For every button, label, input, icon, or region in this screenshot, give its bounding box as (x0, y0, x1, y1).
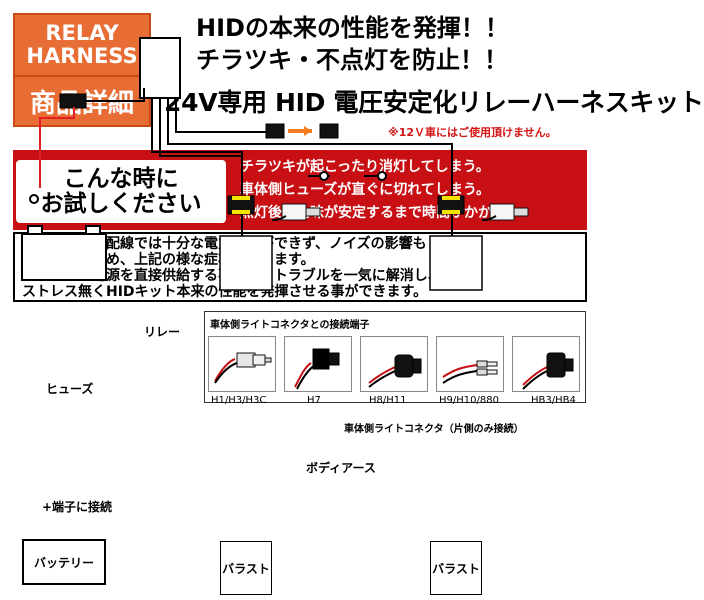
connector-h8-icon (368, 354, 422, 388)
ballast-left-label: バラスト (222, 561, 270, 576)
wiring-diagram-svg (21, 37, 529, 291)
bulb-left-yellow-bottom (232, 210, 250, 214)
kit-title: 24V専用 HID 電圧安定化リレーハーネスキット (164, 88, 704, 117)
ballast-to-bulb-right (481, 215, 497, 221)
badge-title: RELAY HARNESS (13, 13, 151, 77)
connector-h1-icon (214, 352, 272, 384)
try-this-line-1: こんな時に (63, 166, 179, 193)
body-connector-label: 車体側ライトコネクタ（片側のみ接続） (344, 424, 524, 435)
try-this-line-2: お試しください (40, 190, 202, 217)
ballast-left: バラスト (220, 541, 272, 595)
headline-line-1: HIDの本来の性能を発揮！！ (196, 14, 509, 42)
connector-label: H8/H11 (369, 395, 407, 406)
relay-label: リレー (144, 325, 181, 339)
fuse-label: ヒューズ (46, 382, 94, 396)
connector-h9-icon (442, 360, 498, 384)
description-line: ストレス無くHIDキット本来の性能を発揮させる事ができます。 (22, 283, 428, 300)
connector-thumb-h7 (284, 336, 352, 392)
connector-thumb-h8-h11 (360, 336, 428, 392)
ballast-left-box (219, 235, 273, 291)
connector-label: HB3/HB4 (531, 395, 576, 406)
bulb-right-yellow-bottom (442, 210, 460, 214)
connector-h7-icon (294, 348, 340, 390)
body-connector-left (265, 123, 285, 139)
wiring-diagram (0, 0, 600, 295)
symptom-item: 車体側ヒューズが直ぐに切れてしまう。 (240, 182, 491, 199)
body-connector-right (319, 123, 339, 139)
relay-wire-left-2 (159, 98, 242, 157)
ballast-right-box (429, 235, 483, 291)
battery-label: バッテリー (33, 555, 94, 570)
relay-wire-left (151, 98, 243, 195)
fuse-to-relay-wire (86, 88, 145, 102)
ballast-to-bulb-left (271, 215, 287, 221)
bulb-right-tip (513, 207, 529, 217)
bulb-left-tip (305, 207, 321, 217)
connector-thumb-h1-h3-h3c (208, 336, 276, 392)
plus-terminal-label: +端子に接続 (42, 500, 113, 514)
connector-label: H1/H3/H3C (211, 395, 267, 406)
battery-box (21, 233, 107, 281)
ballast-right: バラスト (430, 541, 482, 595)
relay-wire-right (167, 98, 453, 195)
connector-label: H9/H10/880 (439, 395, 499, 406)
connector-thumb-h9-h10-880 (436, 336, 504, 392)
bulb-left-yellow-top (232, 196, 250, 200)
badge-line-relay: RELAY (45, 21, 119, 46)
relay-wire-to-connector (175, 98, 266, 133)
ballast-right-label: バラスト (432, 561, 480, 576)
bulb-right-yellow-top (442, 196, 460, 200)
body-earth-label: ボディアース (306, 461, 376, 475)
battery-terminal-right (85, 225, 101, 235)
fuse-wire-red (39, 107, 75, 188)
symptom-item: チラツキが起こったり消灯してしまう。 (240, 159, 490, 175)
connector-label: H7 (307, 395, 321, 406)
plus-terminal-icon (29, 194, 39, 204)
headline-line-2: チラツキ・不点灯を防止！！ (196, 46, 508, 74)
connector-hb3-icon (522, 352, 574, 390)
description-box (13, 232, 587, 302)
connector-thumb-hb3-hb4 (512, 336, 580, 392)
earth-point-left-icon (319, 171, 329, 181)
battery-terminal-left (27, 225, 43, 235)
fuse-body (59, 93, 87, 109)
bulb-left-body (281, 203, 307, 221)
badge-line-harness: HARNESS (26, 44, 138, 68)
try-this-box: こんな時に お試しください (16, 160, 226, 223)
connector-gallery-title: 車体側ライトコネクタとの接続端子 (210, 320, 370, 331)
connector-arrow-head (304, 126, 312, 136)
relay-box (139, 37, 181, 99)
compatibility-note: ※12Ｖ車にはご使用頂けません。 (388, 126, 557, 139)
earth-point-right-icon (377, 171, 387, 181)
battery: バッテリー (22, 539, 106, 585)
